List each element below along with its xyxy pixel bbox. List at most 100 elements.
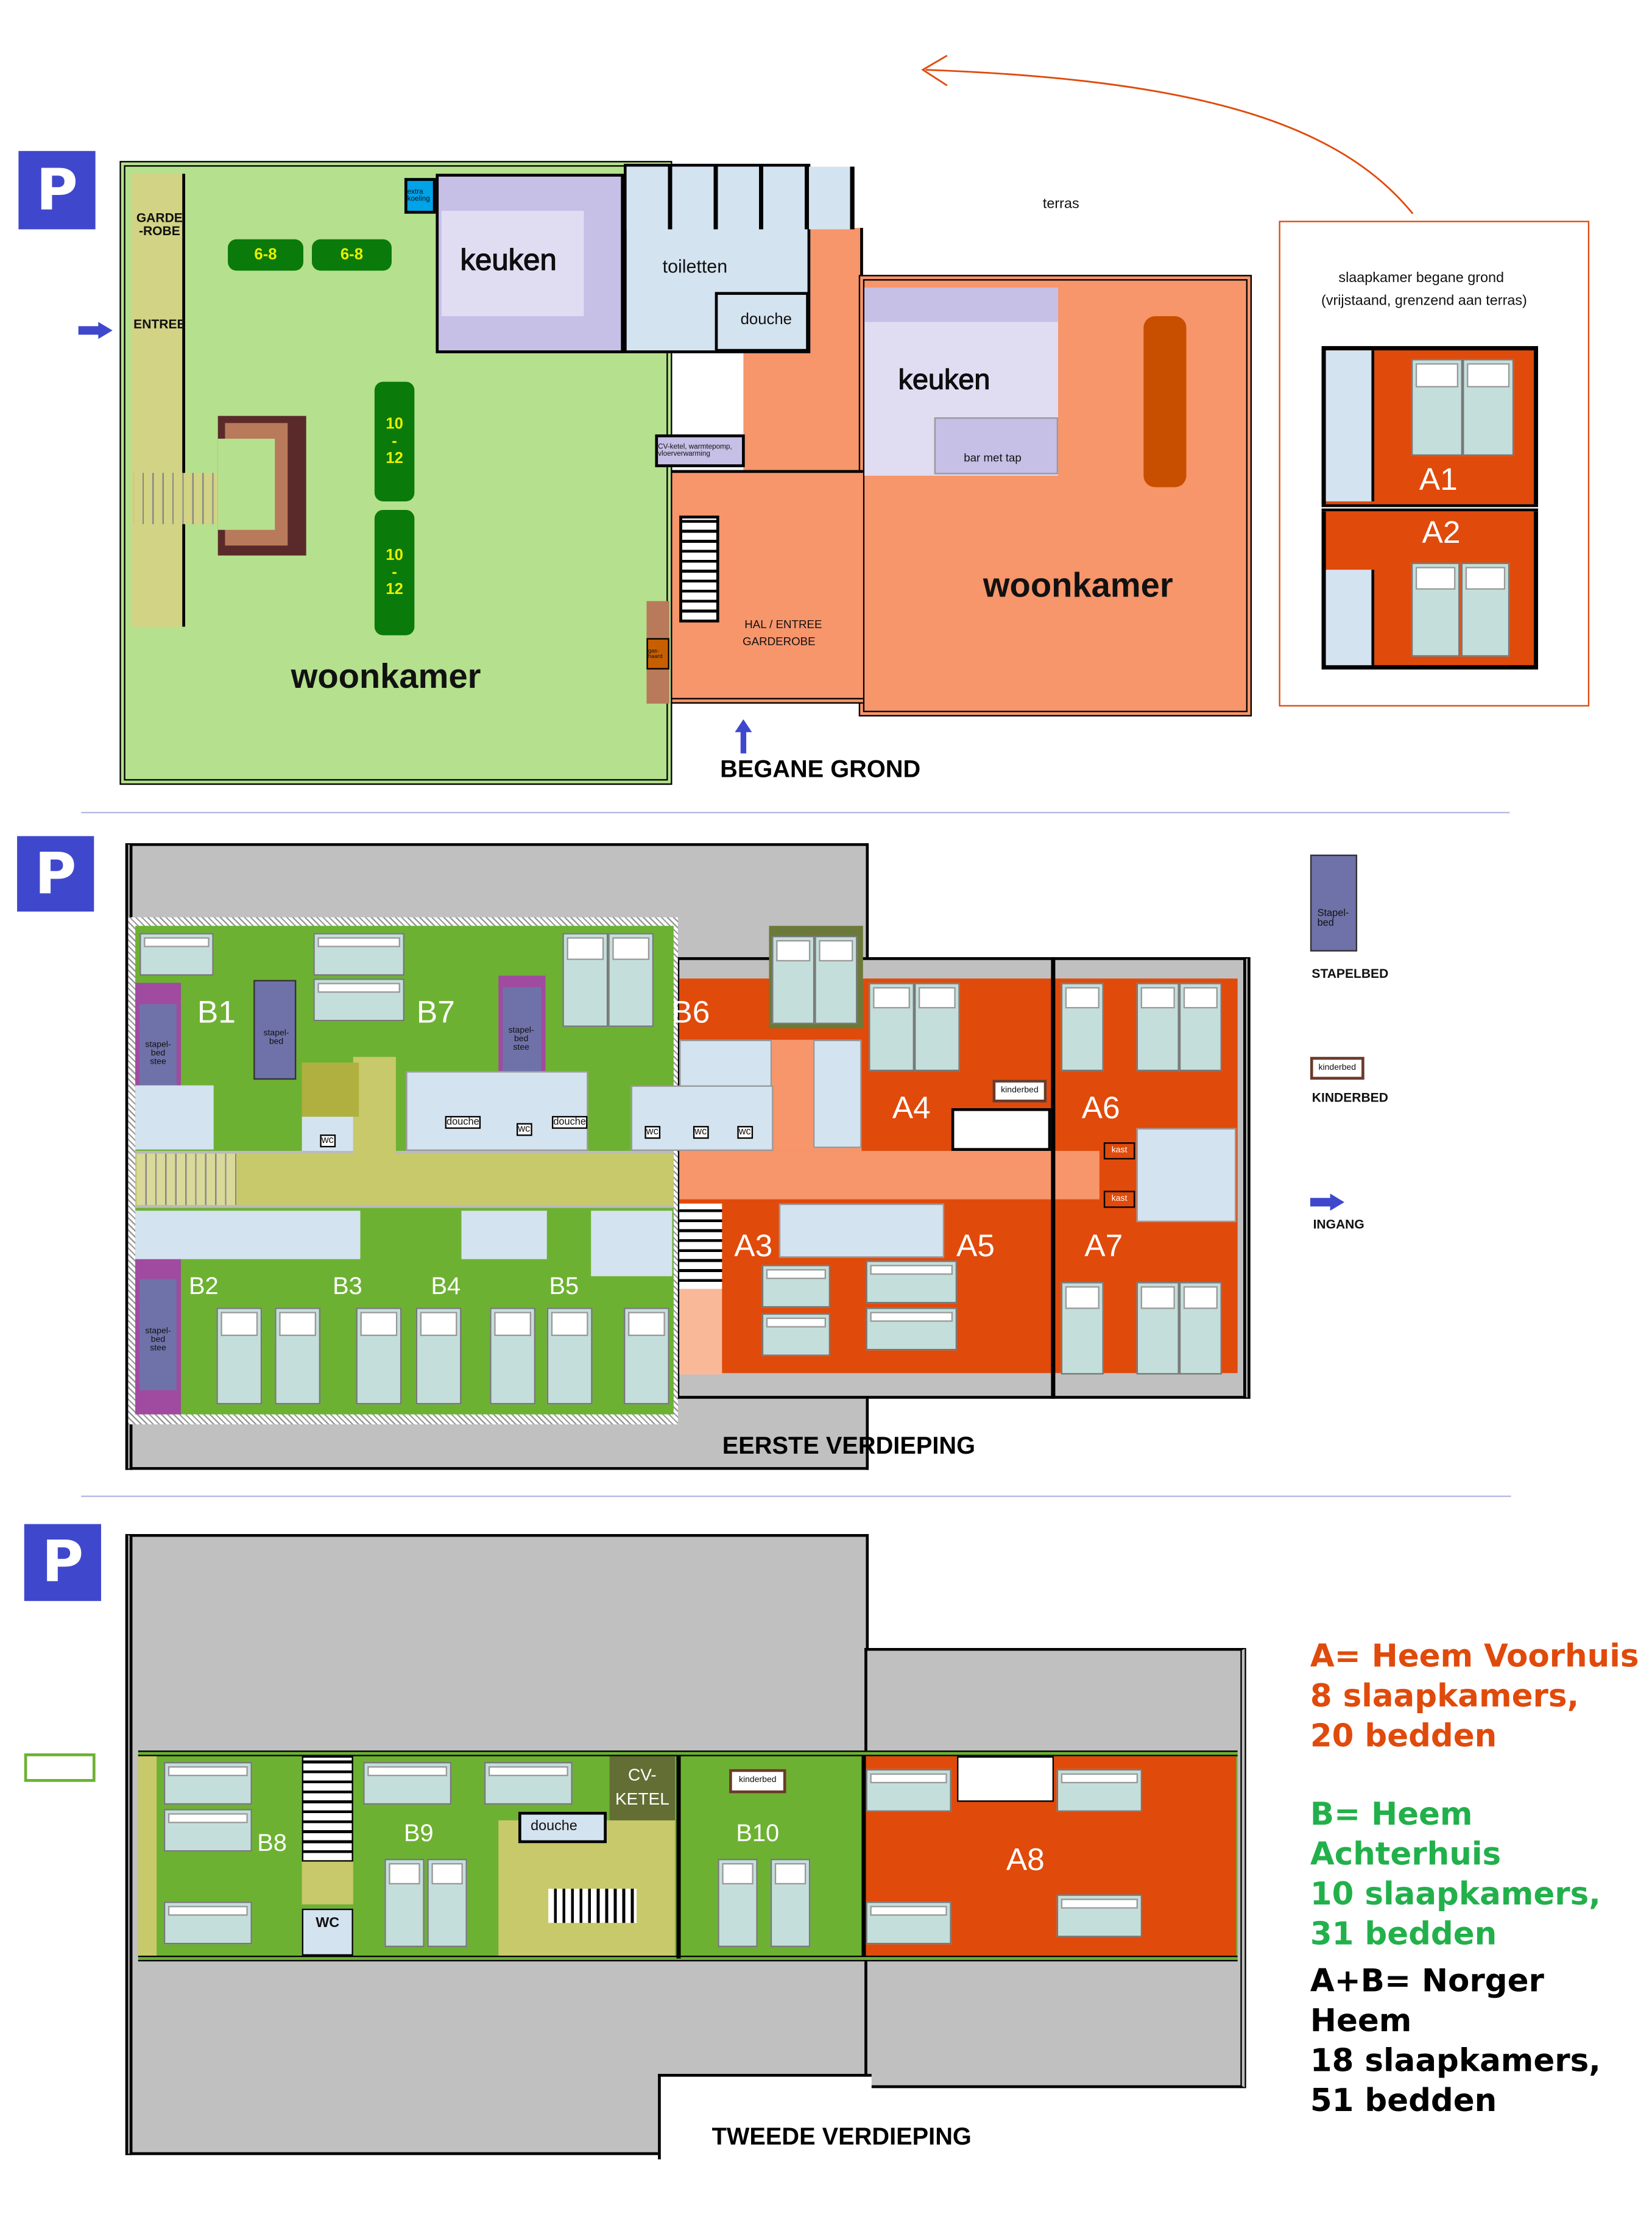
sanitary [461, 1211, 547, 1259]
hal-stairs [679, 515, 719, 623]
bar-met-tap [934, 417, 1059, 475]
bed-icon [1463, 359, 1514, 456]
bed-icon [356, 1307, 402, 1405]
bed-icon [761, 1265, 831, 1308]
ingang-legend-label: INGANG [1313, 1217, 1364, 1232]
cv-ketel-room: CV-ketel, warmtepomp, vloerverwarming [655, 434, 745, 467]
bed-icon [313, 978, 404, 1022]
stapelbed-b1: stapel- bed [253, 980, 297, 1080]
kinderbed: kinderbed [729, 1769, 786, 1794]
annex-divider [1321, 504, 1538, 512]
kinderbed-legend-label: KINDERBED [1311, 1090, 1388, 1105]
bed-icon [1179, 983, 1222, 1072]
roof-notch [658, 2074, 872, 2160]
room-b8-label: B8 [257, 1830, 287, 1857]
floor-separator [81, 1495, 1511, 1498]
stairs-second [548, 1889, 637, 1923]
room-b5-label: B5 [549, 1272, 579, 1300]
entrance-arrow-up-icon [735, 719, 752, 754]
cv-ketel-room: CV- KETEL [609, 1756, 676, 1820]
room-b9-label: B9 [404, 1819, 434, 1847]
bed-icon [608, 933, 654, 1027]
b-stairs-2 [302, 1063, 359, 1117]
woonkamer-left-label: woonkamer [291, 658, 481, 697]
floor-separator [81, 812, 1510, 813]
kinderbed: kinderbed [992, 1080, 1047, 1103]
sanitary [813, 1039, 862, 1148]
b8-stairs [302, 1756, 353, 1862]
extra-koeling-unit: extra koeling [404, 178, 436, 214]
hal-label-2: GARDEROBE [743, 635, 816, 648]
room-a8-label: A8 [1006, 1841, 1045, 1878]
bed-icon [163, 1901, 252, 1945]
bed-icon [1179, 1282, 1222, 1375]
keuken-left-label: keuken [460, 244, 557, 277]
spiral-stairs [951, 1108, 1051, 1151]
bed-icon [866, 1307, 958, 1351]
bed-icon [1056, 1894, 1143, 1937]
parking-sign: P [17, 836, 94, 912]
stapelbed-legend-label: STAPELBED [1311, 966, 1389, 981]
kinderbed-legend-icon: kinderbed [1310, 1056, 1364, 1080]
table-10-12: 10-12 [374, 509, 415, 635]
bed-icon [866, 1901, 951, 1945]
room-a2-label: A2 [1422, 514, 1461, 550]
bed-icon [562, 933, 609, 1027]
sanitary [135, 1211, 361, 1259]
a8-stairs [957, 1756, 1054, 1802]
bed-icon [814, 936, 858, 1024]
douche-label: douche [740, 311, 792, 328]
annex-bath-1 [1325, 350, 1375, 501]
garderobe-label: GARDE -ROBE [136, 211, 183, 238]
divider-a [1051, 957, 1056, 1399]
bed-icon [546, 1307, 593, 1405]
bed-icon [772, 936, 815, 1024]
annex-bath-2 [1325, 570, 1375, 665]
room-b3-label: B3 [333, 1272, 362, 1300]
route-arrow-icon [921, 54, 1414, 214]
room-b7-label: B7 [416, 994, 455, 1030]
wc-label: wc [693, 1126, 708, 1139]
bed-icon [866, 1769, 951, 1812]
wc-label: wc [644, 1126, 660, 1139]
bar-label: bar met tap [964, 451, 1022, 465]
b8-strip [138, 1756, 157, 1956]
bed-icon [770, 1858, 811, 1947]
bed-icon [866, 1261, 958, 1304]
room-a1-label: A1 [1419, 461, 1458, 497]
sanitary [778, 1203, 945, 1258]
a-corridor [679, 1151, 1100, 1200]
entree-label: ENTREE [133, 317, 186, 331]
bed-icon [624, 1307, 669, 1405]
bed-icon [1056, 1769, 1143, 1812]
annex-subtitle: (vrijstaand, grenzend aan terras) [1321, 293, 1527, 309]
bed-icon [163, 1809, 252, 1852]
hal-label: HAL / ENTREE [744, 618, 822, 631]
bed-icon [1411, 359, 1463, 456]
douche-room: douche [518, 1811, 607, 1844]
gashaard: gas- haard [646, 601, 669, 704]
stapelbed-legend-icon: Stapel- bed [1310, 854, 1358, 952]
annex-frame [1279, 221, 1590, 707]
bed-icon [216, 1307, 263, 1405]
stapelbed-stee-b2: stapel- bed stee [135, 1257, 181, 1415]
room-b1-label: B1 [197, 994, 236, 1030]
bed-icon [163, 1762, 252, 1805]
douche-label: douche [551, 1116, 588, 1129]
bed-icon [1061, 1282, 1104, 1375]
sanitary [135, 1085, 214, 1150]
wc-label: wc [320, 1134, 336, 1148]
sanitary [630, 1085, 774, 1151]
wc-room: WC [302, 1908, 353, 1956]
room-a6-label: A6 [1081, 1089, 1120, 1125]
b8-landing [302, 1861, 353, 1904]
table-6-8: 6-8 [228, 239, 303, 271]
kitchen-right-counter [864, 288, 1059, 322]
bed-icon [275, 1307, 321, 1405]
room-b6-label: B6 [671, 994, 710, 1030]
wc-label: wc [517, 1123, 532, 1136]
bed-icon [484, 1762, 573, 1805]
room-a7-label: A7 [1084, 1228, 1123, 1264]
keuken-right-label: keuken [898, 364, 990, 396]
